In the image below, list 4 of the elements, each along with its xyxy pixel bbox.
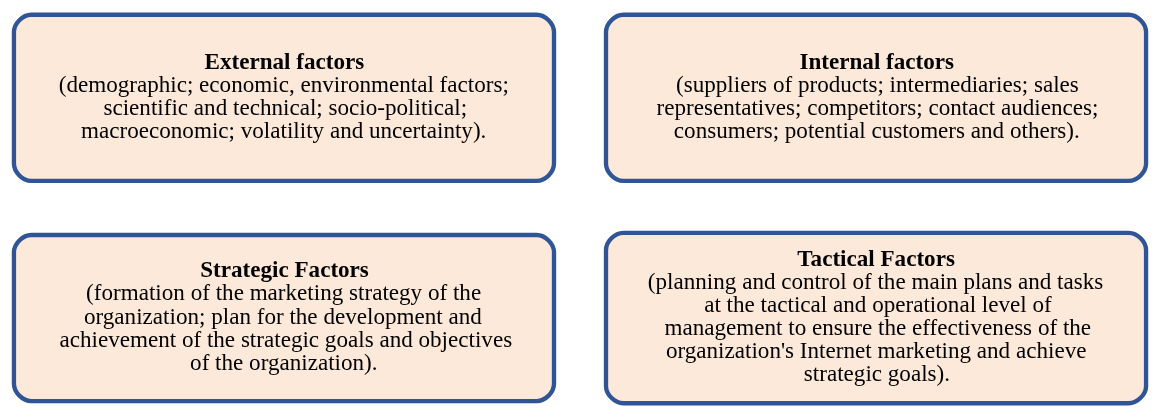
node-box: Tactical Factors (planning and control of the main plans and tasks at the tactical and operational level of management to ensure the effectiveness of the organization's Internet marketing and achieve strategic goals). — [603, 230, 1149, 406]
node-box: External factors (demographic; economic, environmental factors; scientific and technical; socio-political; macroeconomic; volatility and uncertainty). — [11, 12, 557, 183]
node-box: Strategic Factors (formation of the marketing strategy of the organization; plan for the development and achievement of the strategic goals and objectives of the organization). — [11, 232, 557, 404]
node-box: Internal factors (suppliers of products; intermediaries; sales representatives; competitors; contact audiences; consumers; potential customers and others). — [603, 12, 1149, 183]
